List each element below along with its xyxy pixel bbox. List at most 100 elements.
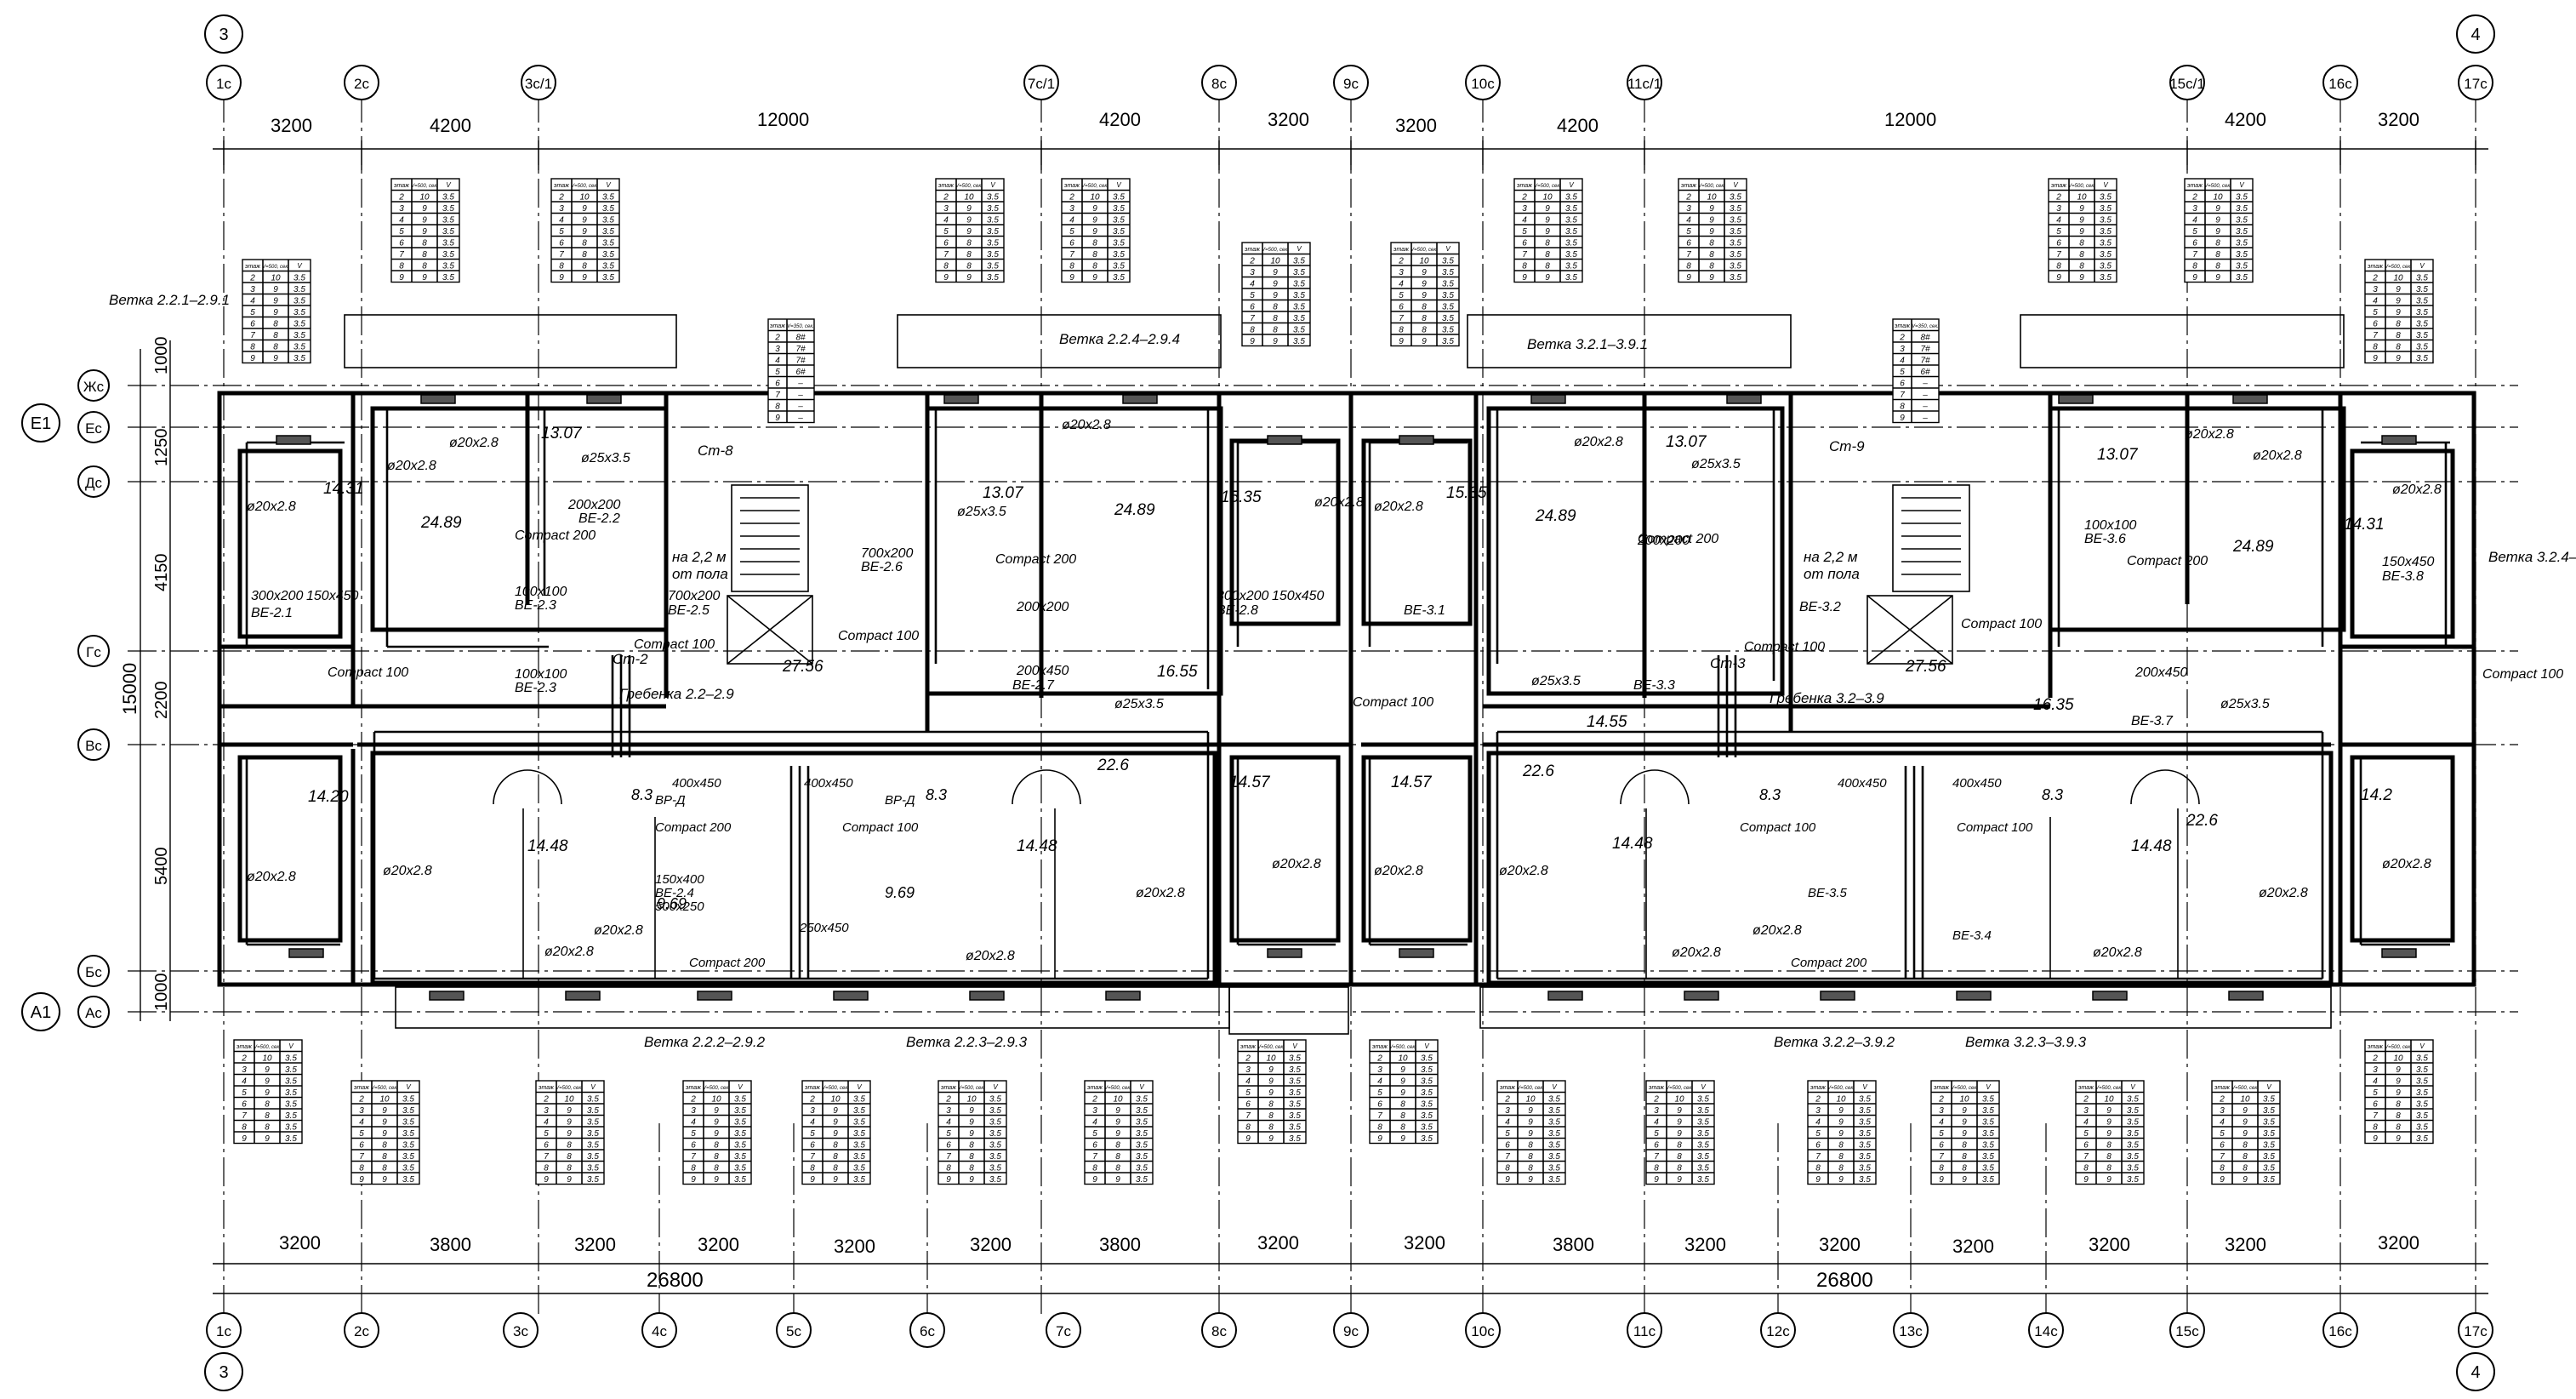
table-cell: 2 xyxy=(1504,1095,1510,1105)
table-cell: 10 xyxy=(1113,1095,1123,1105)
row-bubble: Дс xyxy=(77,465,110,498)
table-cell: 9 xyxy=(2220,1175,2225,1185)
table-cell: 3.5 xyxy=(734,1095,746,1105)
table-cell: 3.5 xyxy=(1565,239,1577,248)
duct-label: ø20x2.8 xyxy=(2093,945,2142,960)
table-cell: 8 xyxy=(2079,250,2084,260)
table-cell: 8 xyxy=(1939,1164,1944,1173)
table-cell: 3.5 xyxy=(2416,320,2428,329)
vent-label: 700x200 xyxy=(861,546,913,561)
bottom-dim-1: 3200 xyxy=(279,1232,321,1253)
table-cell: 8 xyxy=(946,1164,951,1173)
table-cell: 8 xyxy=(422,262,427,271)
table-cell: 9 xyxy=(1545,216,1550,226)
grid-bubble-top-label: 15c/1 xyxy=(2169,76,2205,92)
table-cell: 3.5 xyxy=(1289,1134,1301,1144)
table-cell: 7 xyxy=(2373,331,2378,340)
riser-label: Ст-8 xyxy=(698,443,733,459)
table-cell: 8 xyxy=(1400,1100,1405,1110)
table-cell: 2 xyxy=(1815,1095,1821,1105)
room-area: 24.89 xyxy=(1114,501,1155,519)
table-cell: 9 xyxy=(1528,1106,1533,1116)
table-cell: 6 xyxy=(1250,303,1255,312)
table-cell: 9 xyxy=(1528,1129,1533,1139)
table-cell: 7 xyxy=(1245,1111,1251,1121)
table-cell: 2 xyxy=(945,1095,951,1105)
table-cell: 7 xyxy=(1377,1111,1382,1121)
table-cell: 6 xyxy=(2373,320,2378,329)
table-cell: 8 xyxy=(1815,1164,1821,1173)
table-cell: 3.5 xyxy=(989,1164,1001,1173)
bottom-dim-5: 3200 xyxy=(834,1236,875,1257)
table-cell: 9 xyxy=(2106,1129,2112,1139)
table-cell: 3.5 xyxy=(2236,204,2248,214)
table-cell: 10 xyxy=(379,1095,390,1105)
table-cell: 3.5 xyxy=(2127,1106,2139,1116)
table-cell: 4 xyxy=(544,1118,549,1128)
table-cell: 8 xyxy=(1838,1152,1844,1162)
table-cell: 9 xyxy=(1250,337,1255,346)
duct-label: ø20x2.8 xyxy=(247,870,296,884)
table-cell: 9 xyxy=(1115,1118,1120,1128)
vent-label: 150x450 xyxy=(306,589,358,603)
riser-label: Ст-2 xyxy=(613,651,648,667)
table-cell: 8 xyxy=(1377,1123,1382,1133)
table-cell: этаж xyxy=(1895,323,1911,329)
table-cell: 8 xyxy=(250,343,255,352)
table-cell: 3.5 xyxy=(285,1134,297,1144)
equipment-labels: 300x200 150x450 BE-2.1 Compact 100 200x2… xyxy=(251,498,2563,970)
table-cell: 9 xyxy=(1268,1134,1274,1144)
grid-bubble-bottom: 13c xyxy=(1893,1312,1929,1348)
table-cell: 3 xyxy=(1522,204,1527,214)
table-cell: 7 xyxy=(1939,1152,1944,1162)
table-cell: 9 xyxy=(833,1106,838,1116)
table-cell: 3.5 xyxy=(602,204,614,214)
table-cell: 6 xyxy=(1399,303,1404,312)
table-cell: 3.5 xyxy=(1113,193,1125,203)
table-cell: 7 xyxy=(1686,250,1691,260)
table-cell: 3 xyxy=(1069,204,1074,214)
room-area: 13.07 xyxy=(1666,433,1707,451)
grid-bubble-top: 10c xyxy=(1465,65,1501,100)
duct-label: ø20x2.8 xyxy=(2253,448,2302,463)
table-cell: 3.5 xyxy=(1289,1065,1301,1075)
grid-bubble-top-label: 16c xyxy=(2328,76,2352,92)
table-cell: 9 xyxy=(1677,1106,1682,1116)
table-cell: 8 xyxy=(422,239,427,248)
table-cell: V=500, сек. xyxy=(703,1086,730,1091)
table-cell: V=500, сек. xyxy=(958,1086,985,1091)
table-cell: 10 xyxy=(1959,1095,1969,1105)
table-cell: 3 xyxy=(2192,204,2197,214)
grid-bubble-top: 7c/1 xyxy=(1023,65,1059,100)
vent-label: BE-3.1 xyxy=(1404,603,1445,618)
table-cell: 3.5 xyxy=(1548,1152,1560,1162)
table-cell: 3.5 xyxy=(1730,216,1741,226)
duct-label: ø20x2.8 xyxy=(2382,857,2431,871)
table-cell: 3.5 xyxy=(442,239,454,248)
table-cell: этаж xyxy=(1500,1085,1516,1091)
row-bubble: Вс xyxy=(77,728,110,761)
table-cell: 9 xyxy=(559,273,564,283)
table-cell: 9 xyxy=(1092,227,1097,237)
grid-bubble-bottom: 1c xyxy=(206,1312,242,1348)
vent-label: Compact 100 xyxy=(1744,640,1825,654)
table-cell: 8 xyxy=(2243,1152,2248,1162)
table-cell: 3.5 xyxy=(1859,1106,1871,1116)
table-cell: 8 xyxy=(2373,343,2378,352)
vent-label: 400x450 xyxy=(1952,776,2002,791)
table-cell: 8 xyxy=(1545,262,1550,271)
table-cell: 9 xyxy=(273,308,278,317)
grid-bubble-top: 17c xyxy=(2458,65,2493,100)
table-cell: 9 xyxy=(1268,1088,1274,1098)
table-cell: 4 xyxy=(1377,1077,1382,1087)
branch-label: Ветка 3.2.4– xyxy=(2488,549,2576,565)
top-dim-8: 12000 xyxy=(1884,109,1936,130)
room-area: 15.35 xyxy=(1446,484,1487,502)
table-cell: 7 xyxy=(1069,250,1074,260)
table-cell: V=500, сек. xyxy=(371,1086,398,1091)
table-cell: 8 xyxy=(2056,262,2061,271)
grid-bubble-top-label: 3c/1 xyxy=(525,76,552,92)
